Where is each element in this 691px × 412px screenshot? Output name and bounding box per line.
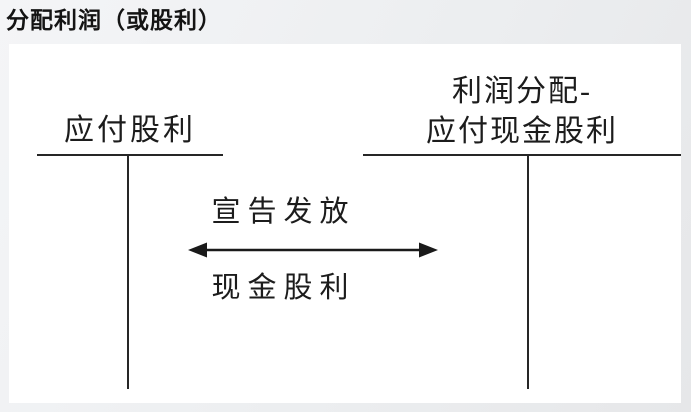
left-account-horizontal-line: [37, 154, 223, 156]
diagram-panel: 应付股利 利润分配- 应付现金股利 宣告发放 现金股利: [9, 44, 681, 403]
left-right-double-arrow-icon: [187, 241, 439, 259]
right-account-title-line1: 利润分配-: [452, 75, 592, 108]
right-account-title-line2: 应付现金股利: [426, 115, 618, 148]
right-account-vertical-line: [527, 155, 529, 389]
right-account-horizontal-line: [363, 154, 681, 156]
flow-label-bottom: 现金股利: [211, 272, 356, 304]
right-account-title: 利润分配- 应付现金股利: [363, 72, 681, 152]
left-account-vertical-line: [127, 155, 129, 389]
flow-label-top: 宣告发放: [211, 196, 356, 228]
left-account-title: 应付股利: [64, 114, 196, 147]
page-title: 分配利润（或股利）: [6, 7, 222, 33]
